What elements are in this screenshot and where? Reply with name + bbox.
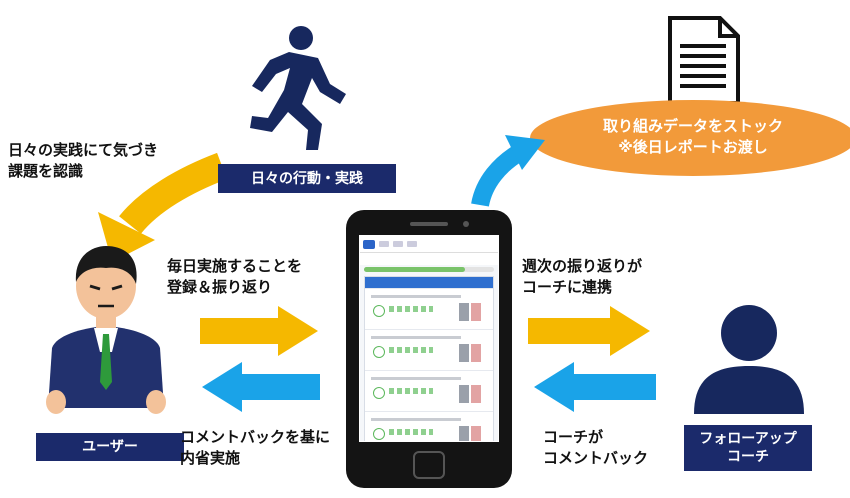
weekly-label: 週次の振り返りが コーチに連携 [522,257,643,296]
screen-nav-2 [393,241,403,247]
phone-screen-mock [360,236,498,441]
businessman-icon [46,246,166,414]
running-person-icon [250,26,346,150]
screen-card-header [365,277,493,288]
screen-nav-1 [379,241,389,247]
arrow-right-gold-left [200,306,318,356]
stock-pill-shape [530,100,850,176]
user-box: ユーザー [36,433,184,461]
screen-logo [363,239,375,249]
coach-comment-label: コーチが コメントバック [543,428,649,467]
daily-action-box: 日々の行動・実践 [218,164,396,193]
arrow-left-blue-left [202,362,320,412]
screen-list-item [365,411,493,441]
screen-card [364,276,494,441]
screen-list-item [365,329,493,370]
screen-header [360,236,498,253]
register-label: 毎日実施することを 登録＆振り返り [167,257,303,296]
coach-person-icon [694,305,804,414]
arrow-right-gold-right [528,306,650,356]
screen-list-item [365,370,493,411]
stock-pill-text: 取り組みデータをストック ※後日レポートお渡し [602,117,783,156]
screen-date-row [360,253,498,265]
screen-nav-3 [407,241,417,247]
curved-arrow-blue [471,135,545,208]
coach-box: フォローアップ コーチ [684,425,812,471]
reflect-label: コメントバックを基に 内省実施 [180,428,331,467]
notice-label: 日々の実践にて気づき 課題を認識 [8,141,159,180]
screen-list-item [365,288,493,329]
document-icon [668,16,740,105]
arrow-left-blue-right [534,362,656,412]
screen-progress [364,267,494,272]
